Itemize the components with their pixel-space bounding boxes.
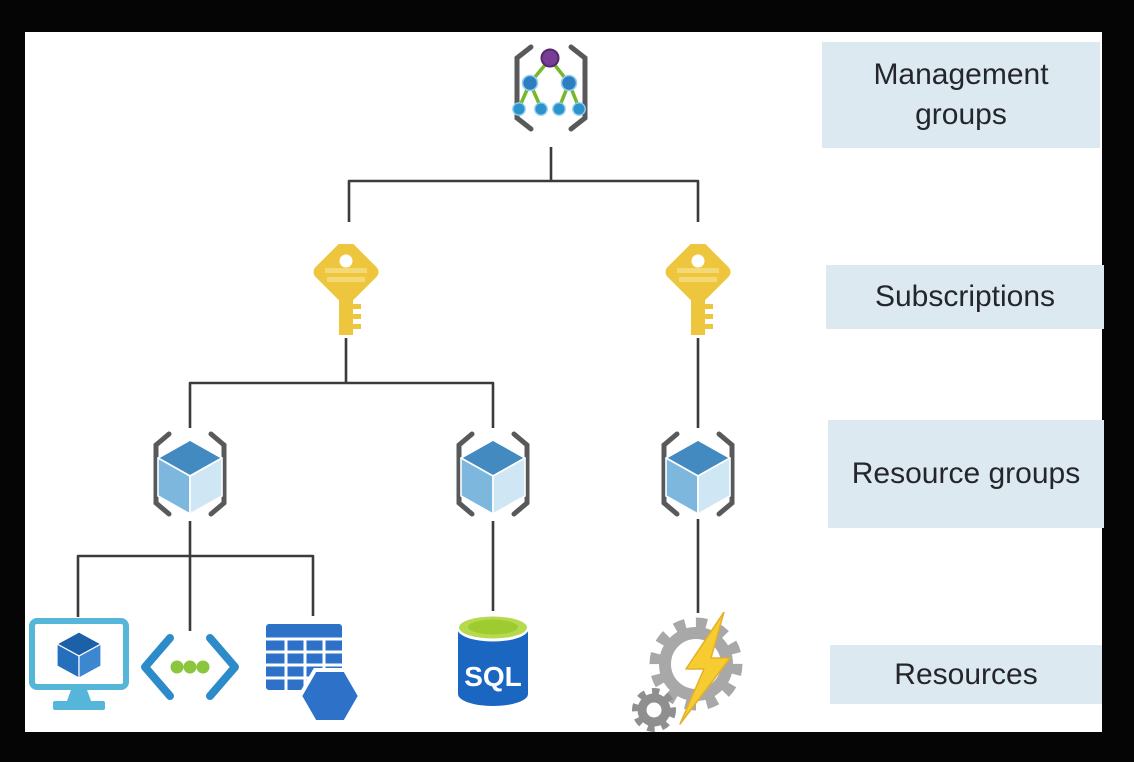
sql-database-cylinder-icon: SQL: [453, 610, 533, 715]
legend-resources-label: Resources: [894, 657, 1038, 691]
bracket-left: [661, 431, 680, 517]
lightning-bolt: [679, 611, 731, 725]
table-hexagon-icon: [264, 620, 364, 731]
bracket-right: [568, 44, 588, 132]
resource-group-bracket-cube-icon: [441, 426, 545, 527]
cube: [460, 439, 526, 515]
cylinder-top: [457, 616, 529, 642]
virtual-machine-monitor-icon: [28, 618, 130, 719]
tree-nodes: [512, 48, 586, 116]
key-head: [665, 239, 731, 305]
bracket-left: [514, 44, 534, 132]
small-gear: [632, 688, 676, 732]
legend-subscriptions-label: Subscriptions: [874, 280, 1056, 314]
resource-group-bracket-cube-icon: [138, 426, 242, 527]
bracket-left: [456, 431, 475, 517]
cube: [157, 439, 223, 515]
legend-management-groups: Management groups: [822, 42, 1100, 148]
sql-label: SQL: [464, 661, 522, 692]
vm-cube: [56, 631, 102, 679]
hexagon: [297, 668, 363, 724]
legend-management-groups-label: Management groups: [873, 58, 1049, 131]
legend-subscriptions: Subscriptions: [826, 265, 1104, 329]
ellipsis-dots: [170, 660, 210, 674]
subscription-key-icon: [309, 239, 383, 343]
bracket-left: [153, 431, 172, 517]
legend-resources: Resources: [830, 645, 1102, 704]
management-group-bracket-tree-icon: [498, 42, 604, 139]
key-shaft: [339, 294, 361, 335]
legend-resource-groups-label: Resource groups: [851, 457, 1081, 491]
angle-brackets: [141, 634, 239, 700]
cube: [665, 439, 731, 515]
bracket-right: [716, 431, 735, 517]
bracket-right: [208, 431, 227, 517]
resource-group-bracket-cube-icon: [646, 426, 750, 527]
subscription-key-icon: [661, 239, 735, 343]
cylinder-body: [458, 628, 528, 706]
key-shaft: [691, 294, 713, 335]
gears-lightning-icon: [628, 611, 754, 737]
legend-resource-groups: Resource groups: [828, 420, 1104, 528]
bracket-right: [511, 431, 530, 517]
code-angle-brackets-icon: [140, 634, 240, 705]
key-head: [313, 239, 379, 305]
